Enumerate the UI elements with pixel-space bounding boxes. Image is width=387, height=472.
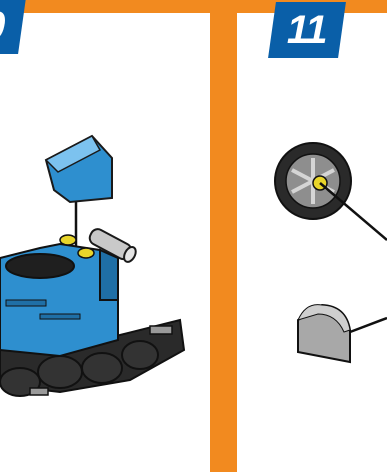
curved-slope-icon	[298, 305, 387, 362]
wheel-rim-icon	[275, 143, 387, 240]
locomotive-cab-assembly-icon	[0, 136, 184, 396]
